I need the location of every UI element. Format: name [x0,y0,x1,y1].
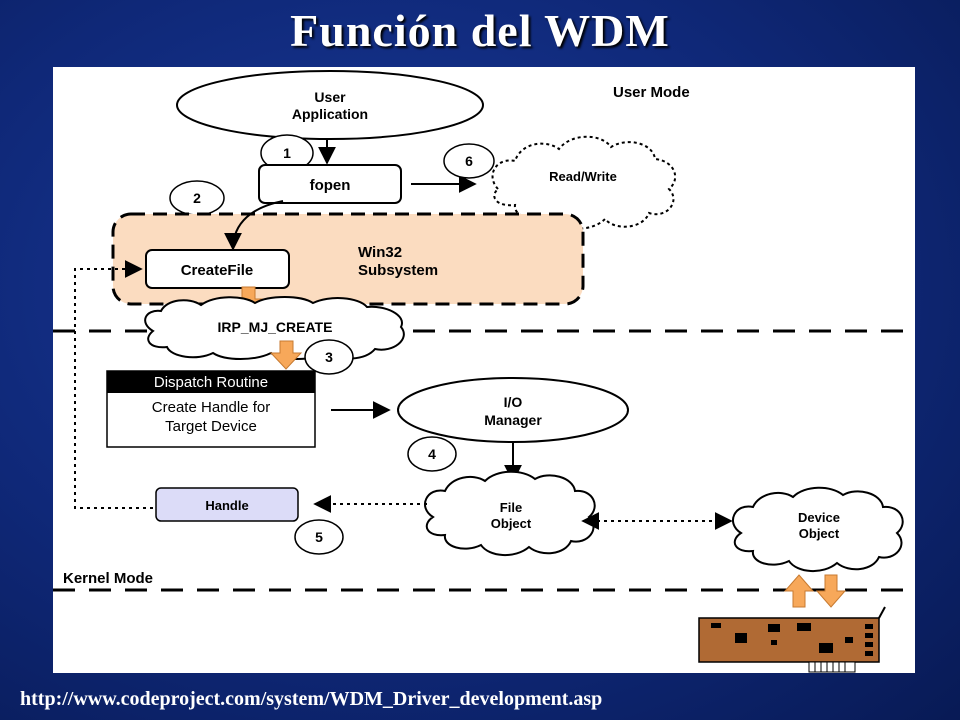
svg-text:Handle: Handle [205,498,248,513]
svg-text:3: 3 [325,349,333,365]
svg-text:Object: Object [491,516,532,531]
orange-arrow-down [815,574,847,608]
dispatch-routine-node: Dispatch Routine Create Handle for Targe… [106,370,316,448]
arrow-handle-to-createfile [74,260,153,509]
svg-text:Create Handle for: Create Handle for [152,399,270,416]
fopen-node: fopen [258,164,402,204]
irp-mj-create-cloud: IRP_MJ_CREATE [144,296,405,360]
user-application-node: User Application [176,70,484,140]
wdm-diagram: User Mode Kernel Mode User Application 1… [53,67,915,673]
read-write-cloud: Read/Write [491,135,677,230]
createfile-node: CreateFile [145,249,290,289]
svg-text:CreateFile: CreateFile [181,262,254,279]
step-6-marker: 6 [443,143,495,179]
svg-text:IRP_MJ_CREATE: IRP_MJ_CREATE [218,319,333,335]
svg-text:Object: Object [799,526,840,541]
kernel-mode-label: Kernel Mode [63,570,153,587]
svg-text:User: User [314,89,346,105]
orange-arrow-up [783,574,815,608]
step-5-marker: 5 [294,519,344,555]
handle-node: Handle [155,487,299,522]
svg-text:1: 1 [283,145,291,161]
svg-text:Dispatch Routine: Dispatch Routine [154,374,268,391]
user-mode-label: User Mode [613,84,690,101]
source-url: http://www.codeproject.com/system/WDM_Dr… [20,688,603,710]
wdm-flow-diagram: User Mode Kernel Mode User Application 1… [53,70,915,673]
svg-text:2: 2 [193,190,201,206]
device-object-cloud: Device Object [732,486,904,572]
arrow-fopen-to-createfile [224,200,284,251]
svg-text:File: File [500,500,522,515]
step-4-marker: 4 [407,436,457,472]
svg-text:Device: Device [798,510,840,525]
svg-text:6: 6 [465,153,473,169]
step-3-marker: 3 [304,339,354,375]
step-2-marker: 2 [169,180,225,216]
svg-text:fopen: fopen [310,177,351,194]
file-object-cloud: File Object [424,470,596,556]
svg-text:Target Device: Target Device [165,418,257,435]
orange-arrow-irp-dispatch [269,340,303,370]
svg-text:Manager: Manager [484,412,542,428]
svg-text:Win32: Win32 [358,244,402,261]
svg-text:I/O: I/O [504,394,523,410]
svg-text:Subsystem: Subsystem [358,262,438,279]
svg-text:4: 4 [428,446,436,462]
svg-text:Application: Application [292,106,368,122]
svg-text:5: 5 [315,529,323,545]
io-manager-node: I/O Manager [397,377,629,443]
hardware-card-icon [698,606,886,673]
svg-text:Read/Write: Read/Write [549,169,617,184]
slide-title: Función del WDM [290,5,670,56]
